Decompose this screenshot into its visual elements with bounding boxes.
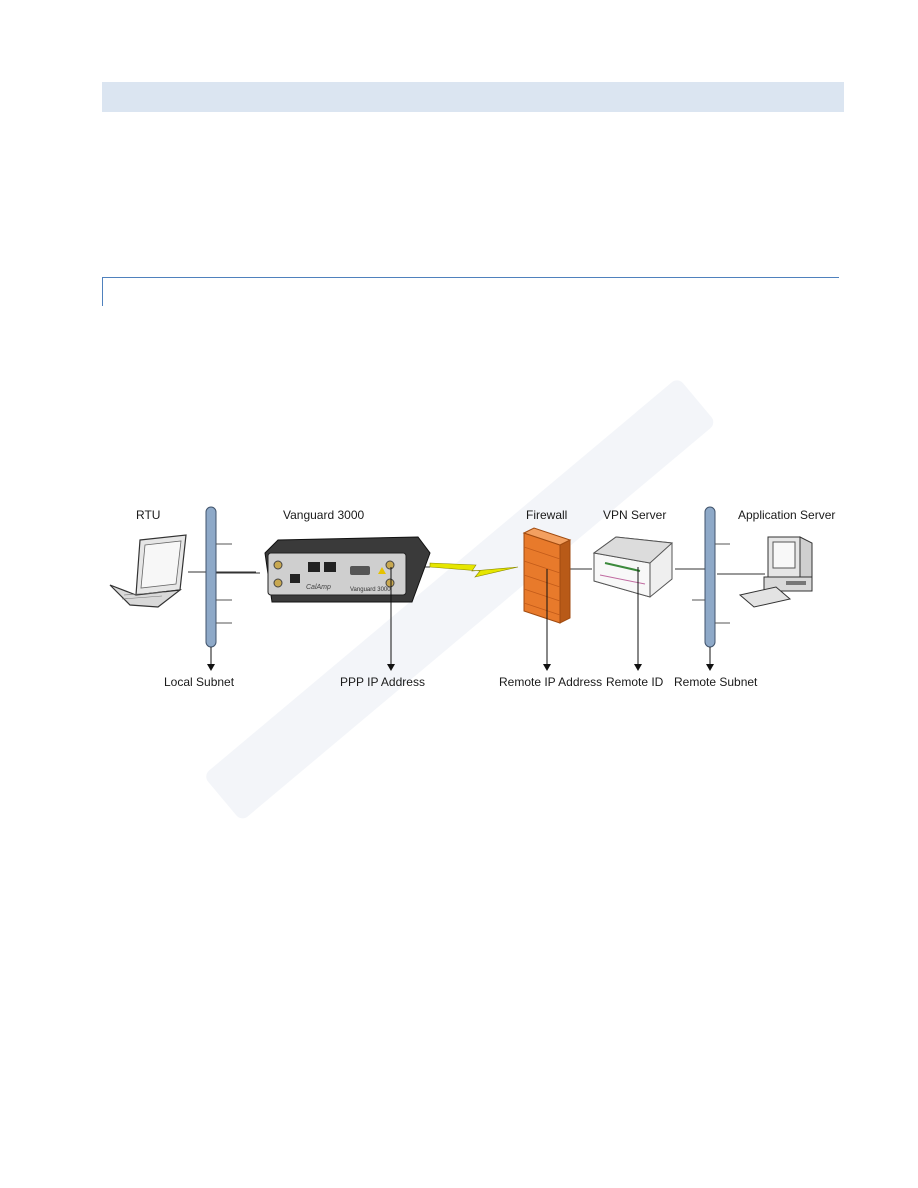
subsection-rule [102,277,839,306]
remote-subnet-bus [692,506,730,671]
desktop-computer-icon [738,536,813,608]
network-diagram: RTU Vanguard 3000 Firewall VPN Server Ap… [109,506,835,689]
router-brand: CalAmp [306,584,331,591]
label-ppp-ip-address: PPP IP Address [340,675,425,689]
label-local-subnet: Local Subnet [164,675,235,689]
wireless-link-icon [429,562,519,578]
label-application-server: Application Server [738,508,835,522]
firewall-icon [522,527,572,624]
section-header-bar [102,82,844,112]
vanguard-router-icon: CalAmp Vanguard 3000 [264,536,431,603]
label-remote-ip-address: Remote IP Address [499,675,602,689]
label-vanguard: Vanguard 3000 [283,508,365,522]
label-remote-subnet: Remote Subnet [674,675,758,689]
label-firewall: Firewall [526,508,567,522]
vpn-server-icon [592,536,674,598]
label-remote-id: Remote ID [606,675,664,689]
local-subnet-bus [205,506,232,671]
label-vpn-server: VPN Server [603,508,666,522]
router-model: Vanguard 3000 [350,587,391,593]
label-rtu: RTU [136,508,160,522]
laptop-icon [109,534,187,608]
